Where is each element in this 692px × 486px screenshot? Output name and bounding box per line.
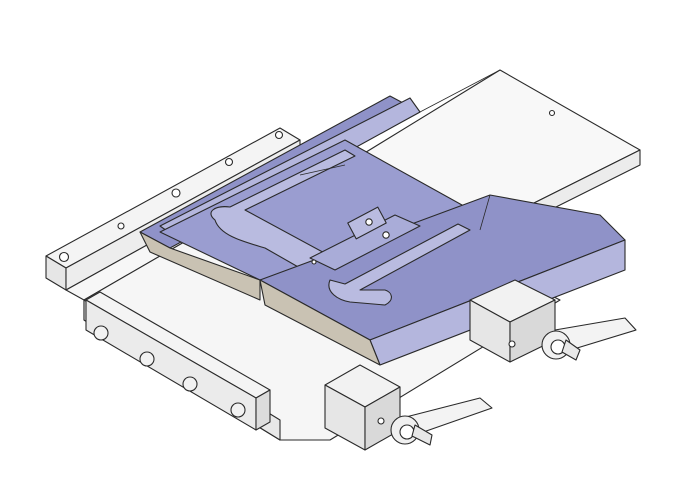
rail-holes <box>58 130 284 263</box>
socket-screw-icon <box>365 218 373 226</box>
bolt-head <box>93 325 109 341</box>
block-hole <box>508 340 516 348</box>
clamp-block-front <box>324 364 493 451</box>
rail-hole <box>58 251 70 263</box>
rail-hole <box>117 222 125 230</box>
socket-screw-icon <box>382 231 390 239</box>
clamp-lever-icon[interactable] <box>390 397 493 446</box>
clamp-block-right <box>469 279 637 363</box>
clamp-lever-icon[interactable] <box>541 317 637 361</box>
small-pin <box>311 259 317 265</box>
slab-hole <box>548 109 556 117</box>
rail-hole <box>224 157 234 167</box>
bolt-head <box>139 351 155 367</box>
detail-lines <box>299 69 501 231</box>
bolt-head <box>230 402 246 418</box>
rail-hole <box>274 130 284 140</box>
front-clamp-bar <box>85 291 271 431</box>
block-hole <box>377 417 385 425</box>
rail-hole <box>171 188 181 198</box>
bolt-head <box>182 376 198 392</box>
center-insert <box>309 206 421 271</box>
